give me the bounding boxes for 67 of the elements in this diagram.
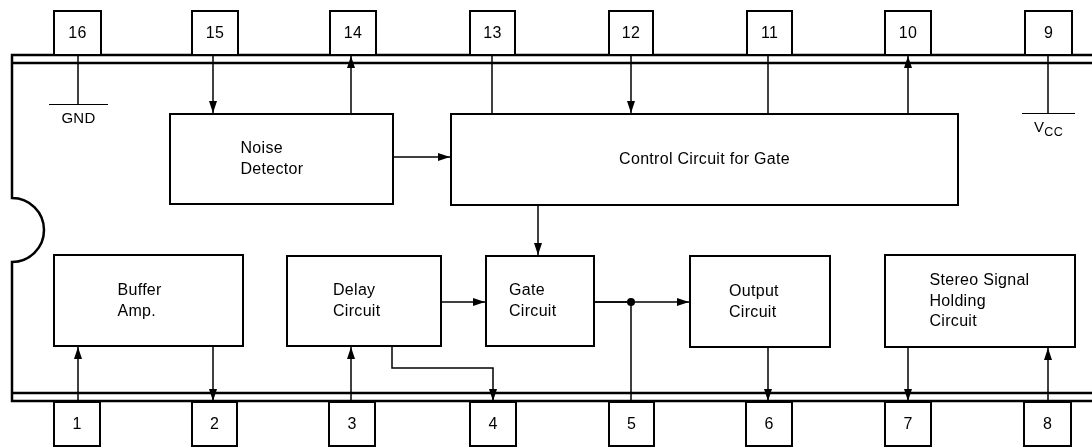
signal-arrow — [534, 205, 542, 256]
block-box — [689, 255, 831, 348]
pin-number: 9 — [1043, 22, 1054, 43]
signal-arrow — [441, 298, 486, 306]
pin-box — [608, 401, 655, 447]
pin-box — [53, 401, 101, 447]
signal-line — [491, 55, 493, 114]
pin-number: 5 — [626, 413, 637, 434]
pin-number: 3 — [347, 413, 357, 434]
signal-line — [1047, 55, 1049, 114]
pin-number: 1 — [72, 413, 82, 434]
pin-box — [469, 10, 516, 56]
block-label: Delay Circuit — [333, 280, 382, 321]
signal-arrow — [347, 346, 355, 402]
signal-line — [77, 55, 79, 105]
block-box — [485, 255, 595, 347]
pin-box — [469, 401, 517, 447]
signal-arrow — [904, 347, 912, 402]
block-label: Control Circuit for Gate — [619, 149, 790, 170]
signal-arrow — [904, 55, 912, 114]
signal-line — [767, 55, 769, 114]
block-label: Stereo Signal Holding Circuit — [929, 269, 1031, 332]
pin-number: 6 — [764, 413, 774, 434]
block-label: Noise Detector — [240, 138, 305, 179]
signal-arrow — [209, 346, 217, 402]
pin-number: 11 — [760, 22, 779, 43]
signal-arrow — [347, 55, 355, 114]
pin-box — [191, 10, 239, 56]
pin-box — [329, 10, 377, 56]
pin-number: 7 — [903, 413, 913, 434]
pin-number: 8 — [1042, 413, 1053, 434]
pin-number: 10 — [898, 22, 918, 43]
pin-box — [746, 10, 793, 56]
block-label: Buffer Amp. — [117, 279, 163, 321]
block-box — [53, 254, 244, 347]
block-label: Gate Circuit — [509, 280, 558, 321]
supply-label: GND — [61, 108, 96, 128]
pin-box — [745, 401, 793, 447]
signal-arrow — [391, 346, 497, 402]
block-label: Output Circuit — [729, 280, 780, 322]
signal-arrow — [393, 153, 451, 161]
pin-box — [1023, 401, 1072, 447]
pin-box — [884, 401, 932, 447]
pin-number: 16 — [68, 22, 87, 43]
pin-number: 2 — [209, 413, 220, 434]
supply-label: V$_{CC}$ — [1034, 117, 1063, 141]
signal-arrow — [209, 55, 217, 114]
block-box — [286, 255, 442, 347]
pin-box — [53, 10, 102, 56]
pin-number: 13 — [483, 22, 502, 43]
pin-number: 4 — [488, 413, 498, 434]
pin-box — [328, 401, 376, 447]
pin-box — [608, 10, 654, 56]
pin-box — [191, 401, 238, 447]
pin-box — [884, 10, 932, 56]
pin-number: 12 — [621, 22, 641, 43]
signal-arrow — [627, 55, 635, 114]
pin-box — [1024, 10, 1073, 56]
signal-arrow — [764, 347, 772, 402]
pin-number: 15 — [205, 22, 225, 43]
signal-line — [594, 301, 632, 402]
pin-number: 14 — [343, 22, 363, 43]
signal-arrow — [74, 346, 82, 402]
block-box — [884, 254, 1076, 348]
signal-arrow — [1044, 347, 1052, 402]
block-box — [450, 113, 959, 206]
block-box — [169, 113, 394, 205]
